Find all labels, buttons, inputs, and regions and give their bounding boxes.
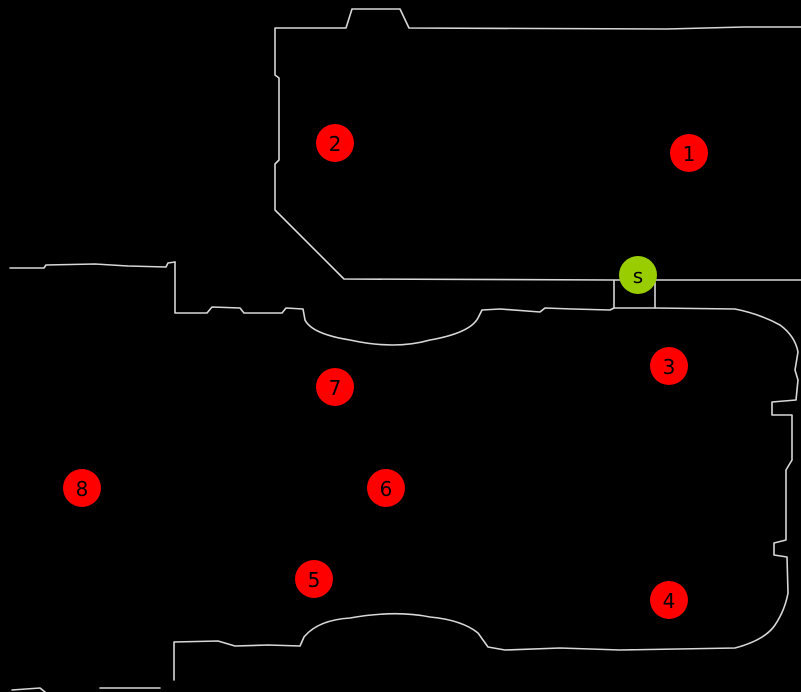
region-marker-5: 5 — [295, 560, 333, 598]
wall-upper-building — [274, 8, 801, 281]
start-marker-label: s — [633, 264, 643, 288]
region-marker-label: 5 — [308, 568, 321, 592]
region-marker-label: 7 — [329, 376, 342, 400]
region-marker-circle — [295, 560, 333, 598]
region-marker-circle — [63, 469, 101, 507]
region-marker-circle — [316, 124, 354, 162]
wall-left-upper — [9, 261, 176, 269]
region-marker-6: 6 — [367, 469, 405, 507]
region-marker-1: 1 — [670, 134, 708, 172]
region-marker-label: 4 — [663, 589, 676, 613]
region-marker-2: 2 — [316, 124, 354, 162]
start-marker: s — [619, 256, 657, 294]
wall-lower-top — [173, 261, 799, 681]
region-marker-4: 4 — [650, 581, 688, 619]
start-marker-circle — [619, 256, 657, 294]
region-marker-circle — [650, 581, 688, 619]
region-marker-label: 8 — [76, 477, 89, 501]
wall-left-lower — [11, 687, 46, 692]
region-marker-circle — [367, 469, 405, 507]
region-marker-3: 3 — [650, 347, 688, 385]
region-marker-circle — [316, 368, 354, 406]
region-marker-label: 1 — [683, 142, 696, 166]
region-marker-7: 7 — [316, 368, 354, 406]
region-marker-circle — [670, 134, 708, 172]
region-marker-label: 2 — [329, 132, 342, 156]
region-marker-label: 6 — [380, 477, 393, 501]
region-marker-label: 3 — [663, 355, 676, 379]
region-marker-8: 8 — [63, 469, 101, 507]
region-marker-circle — [650, 347, 688, 385]
